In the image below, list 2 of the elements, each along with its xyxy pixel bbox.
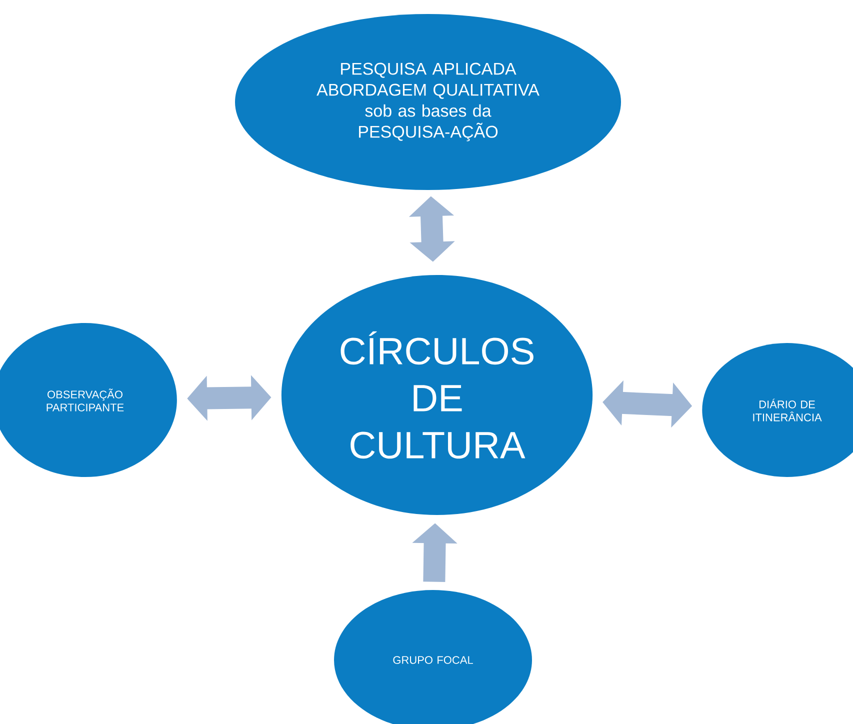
ellipse-node: CÍRCULOS DE CULTURA <box>281 275 593 515</box>
ellipse-node: PESQUISA APLICADA ABORDAGEM QUALITATIVA sob as bases da PESQUISA-AÇÃO <box>235 14 621 190</box>
